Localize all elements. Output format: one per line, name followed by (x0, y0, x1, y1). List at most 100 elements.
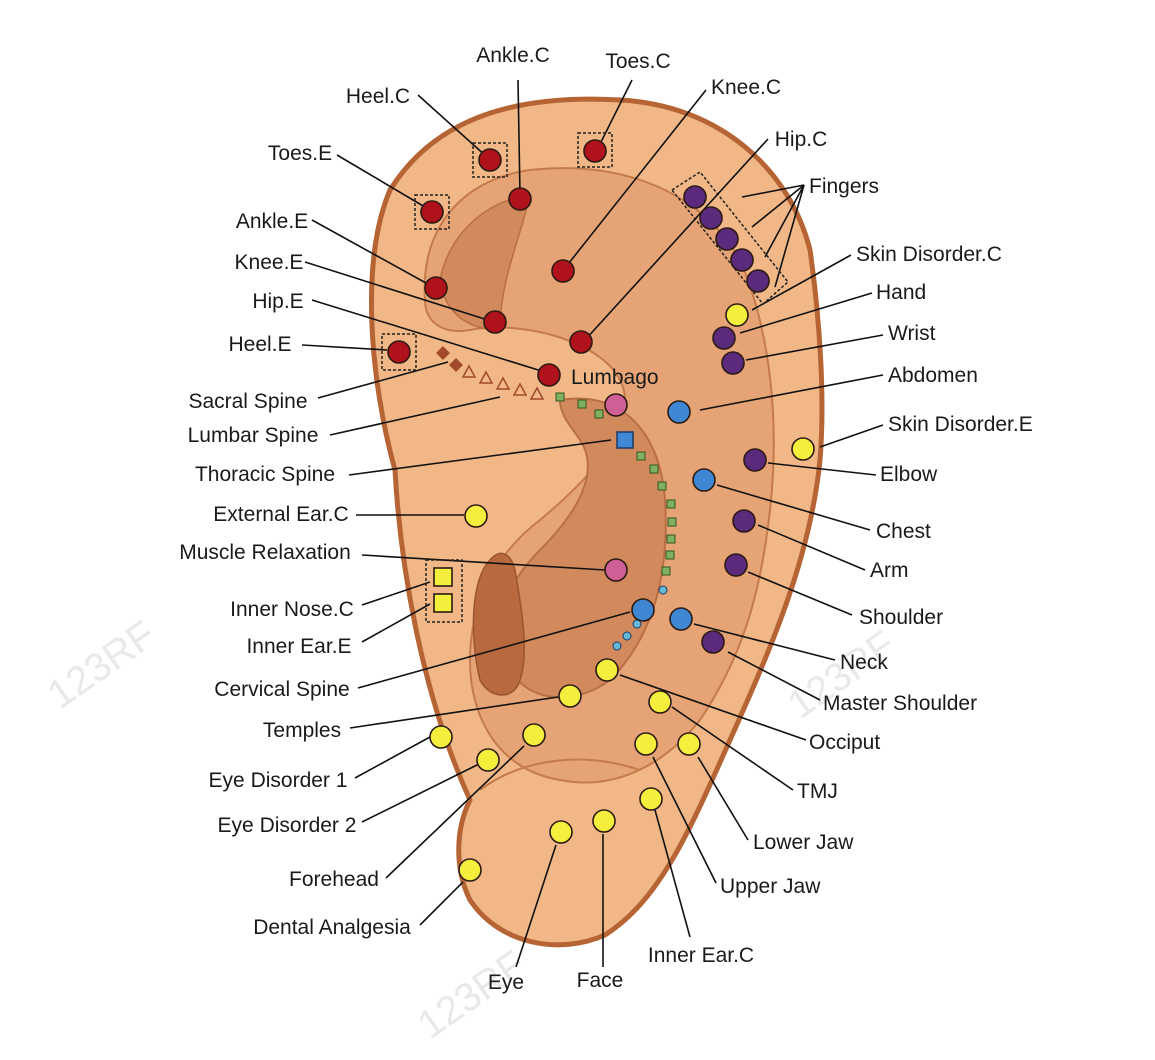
lumbar-spine-marker (461, 364, 477, 378)
label-forehead: Forehead (289, 868, 379, 891)
label-upper-jaw: Upper Jaw (720, 875, 821, 898)
lumbar-spine-marker (495, 376, 511, 390)
label-ankle-c: Ankle.C (476, 44, 550, 67)
label-skin-disorder-c: Skin Disorder.C (856, 243, 1002, 266)
label-occiput: Occiput (809, 731, 880, 754)
leader-line (361, 581, 431, 606)
cervical-spine-marker (622, 631, 632, 641)
leader-line (515, 844, 557, 968)
leader-line (357, 611, 631, 689)
label-eye-disorder-1: Eye Disorder 1 (209, 769, 348, 792)
cervical-spine-marker (658, 585, 668, 595)
thoracic-spine-marker (666, 499, 676, 509)
ear-lobe-fold (479, 758, 641, 791)
leader-line (764, 184, 805, 258)
label-lumbar-spine: Lumbar Spine (188, 424, 319, 447)
thoracic-spine-marker (661, 566, 671, 576)
thoracic-spine-marker (657, 481, 667, 491)
label-elbow: Elbow (880, 463, 938, 486)
hip-c-point (569, 330, 593, 354)
label-shoulder: Shoulder (859, 606, 943, 629)
label-face: Face (577, 969, 624, 992)
label-lower-jaw: Lower Jaw (753, 831, 854, 854)
leader-line (301, 344, 388, 351)
cervical-spine-point (631, 598, 655, 622)
ear-canal (472, 552, 525, 696)
occiput-point (595, 658, 619, 682)
finger-point (746, 269, 770, 293)
muscle-relaxation-point (604, 558, 628, 582)
label-fingers: Fingers (809, 175, 879, 198)
hand-point (712, 326, 736, 350)
finger-point (699, 206, 723, 230)
label-knee-e: Knee.E (235, 251, 304, 274)
leader-line (597, 79, 633, 149)
heel-c-point (478, 148, 502, 172)
inner-ear-e-point (433, 593, 453, 613)
toes-e-box (414, 194, 450, 230)
leader-line (693, 623, 836, 661)
finger-point (730, 248, 754, 272)
pink-point (604, 393, 628, 417)
knee-e-point (483, 310, 507, 334)
finger-point (715, 227, 739, 251)
toes-c-point (583, 139, 607, 163)
wrist-point (721, 351, 745, 375)
leader-line (349, 696, 559, 729)
label-toes-e: Toes.E (268, 142, 332, 165)
leader-line (385, 745, 525, 879)
arm-point (732, 509, 756, 533)
label-tmj: TMJ (797, 780, 838, 803)
leader-line (774, 184, 805, 288)
sacral-spine-marker (436, 346, 450, 360)
lower-jaw-point (677, 732, 701, 756)
heel-e-point (387, 340, 411, 364)
inner-ear-c-point (639, 787, 663, 811)
neck-point (669, 607, 693, 631)
label-inner-ear-e: Inner Ear.E (246, 635, 351, 658)
inner-nose-c-point (433, 567, 453, 587)
leader-line (419, 881, 464, 926)
ear-triangular-fossa (439, 194, 531, 331)
point-labels: Ankle.C Toes.C Heel.C Knee.C Hip.C Toes.… (179, 44, 1033, 994)
abdomen-point (667, 400, 691, 424)
label-hand: Hand (876, 281, 926, 304)
label-eye: Eye (488, 971, 524, 994)
heel-e-box (381, 333, 417, 371)
leader-line (619, 674, 807, 741)
tmj-point (648, 690, 672, 714)
ankle-e-point (424, 276, 448, 300)
label-inner-ear-c: Inner Ear.C (648, 944, 754, 967)
lumbar-spine-marker (512, 382, 528, 396)
leader-line (727, 651, 821, 701)
temples-point (558, 684, 582, 708)
sacral-spine-marker (449, 358, 463, 372)
knee-c-point (551, 259, 575, 283)
leader-line (757, 524, 866, 571)
thoracic-spine-marker (649, 464, 659, 474)
forehead-point (522, 723, 546, 747)
label-arm: Arm (870, 559, 909, 582)
watermark-text: 123RF (410, 942, 534, 1047)
leader-line (671, 706, 794, 791)
leader-line (417, 94, 488, 158)
leader-line (716, 484, 871, 531)
label-knee-c: Knee.C (711, 76, 781, 99)
master-shoulder-point (701, 630, 725, 654)
leader-line (354, 736, 431, 779)
chest-point (692, 468, 716, 492)
finger-point (683, 185, 707, 209)
leader-line (564, 89, 707, 269)
dental-analgesia-point (458, 858, 482, 882)
skin-disorder-e-point (791, 437, 815, 461)
lumbar-spine-marker (529, 386, 545, 400)
spine-markers (436, 346, 677, 651)
label-toes-c: Toes.C (605, 50, 670, 73)
leader-line (329, 396, 501, 436)
inner-nose-ear-box (425, 559, 463, 623)
thoracic-spine-marker (636, 451, 646, 461)
ankle-c-point (508, 187, 532, 211)
label-ankle-e: Ankle.E (236, 210, 308, 233)
thoracic-spine-marker (594, 409, 604, 419)
leader-line (747, 571, 853, 616)
